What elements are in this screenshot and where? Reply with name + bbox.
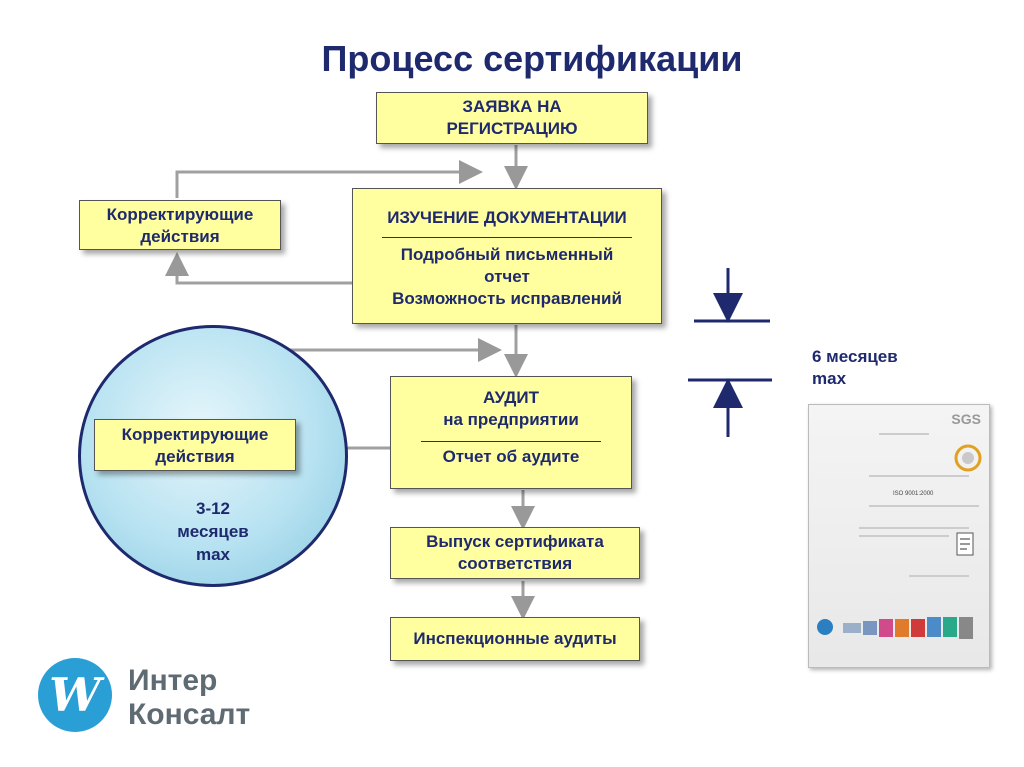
circle-line1: 3-12 xyxy=(195,499,231,518)
circle-period-label: 3-12 месяцев max xyxy=(78,497,348,566)
certificate-text-line xyxy=(859,535,949,537)
corrective-top-line2: действия xyxy=(140,227,220,246)
logo-letter-icon: W xyxy=(49,668,101,722)
application-line2: РЕГИСТРАЦИЮ xyxy=(446,119,578,138)
corrective-actions-bottom-box: Корректирующие действия xyxy=(94,419,296,471)
document-review-box: ИЗУЧЕНИЕ ДОКУМЕНТАЦИИ Подробный письменн… xyxy=(352,188,662,324)
interconsult-logo-icon xyxy=(38,658,112,732)
company-logo-text: Интер Консалт xyxy=(128,664,250,732)
six-months-line2: max xyxy=(812,369,847,388)
certificate-color-stripes xyxy=(843,617,973,639)
issue-line2: соответствия xyxy=(457,554,573,573)
document-review-line3: Возможность исправлений xyxy=(392,289,622,308)
certificate-text-line xyxy=(859,527,969,529)
document-review-line1: Подробный письменный xyxy=(400,245,614,264)
certificate-brand: SGS xyxy=(951,411,981,427)
certificate-image: SGS ISO 9001:2000 xyxy=(808,404,990,668)
six-months-line1: 6 месяцев xyxy=(812,347,898,366)
document-review-divider xyxy=(382,237,632,238)
audit-divider xyxy=(421,441,601,442)
audit-box: АУДИТ на предприятии Отчет об аудите xyxy=(390,376,632,489)
circle-line3: max xyxy=(195,545,231,564)
arrow-review-to-corrective-top xyxy=(165,252,360,285)
circle-line2: месяцев xyxy=(177,522,249,541)
corrective-bottom-line2: действия xyxy=(155,447,235,466)
arrow-corrective-top-to-application xyxy=(175,160,483,198)
audit-line1: АУДИТ xyxy=(482,388,540,407)
logo-line1: Интер xyxy=(128,664,218,697)
document-review-heading: ИЗУЧЕНИЕ ДОКУМЕНТАЦИИ xyxy=(387,208,627,227)
corrective-bottom-line1: Корректирующие xyxy=(121,425,269,444)
certificate-text-line xyxy=(909,575,969,577)
application-box: ЗАЯВКА НА РЕГИСТРАЦИЮ xyxy=(376,92,648,144)
certificate-text-line xyxy=(879,433,929,435)
certificate-text-line xyxy=(869,505,979,507)
audit-line3: Отчет об аудите xyxy=(442,447,580,466)
certificate-standard: ISO 9001:2000 xyxy=(893,491,934,497)
corrective-top-line1: Корректирующие xyxy=(106,205,254,224)
application-line1: ЗАЯВКА НА xyxy=(462,97,562,116)
document-review-line2: отчет xyxy=(484,267,530,286)
certificate-issue-box: Выпуск сертификата соответствия xyxy=(390,527,640,579)
issue-line1: Выпуск сертификата xyxy=(426,532,604,551)
inspection-label: Инспекционные аудиты xyxy=(413,629,617,648)
certificate-globe-icon xyxy=(817,619,833,635)
six-months-label: 6 месяцев max xyxy=(812,346,898,390)
logo-line2: Консалт xyxy=(128,698,251,731)
certificate-seal-icon xyxy=(954,444,982,472)
corrective-actions-top-box: Корректирующие действия xyxy=(79,200,281,250)
certificate-text-line xyxy=(869,475,969,477)
page-title: Процесс сертификации xyxy=(321,38,743,79)
inspection-audits-box: Инспекционные аудиты xyxy=(390,617,640,661)
audit-line2: на предприятии xyxy=(443,410,579,429)
certificate-emblem-icon xyxy=(956,532,974,556)
